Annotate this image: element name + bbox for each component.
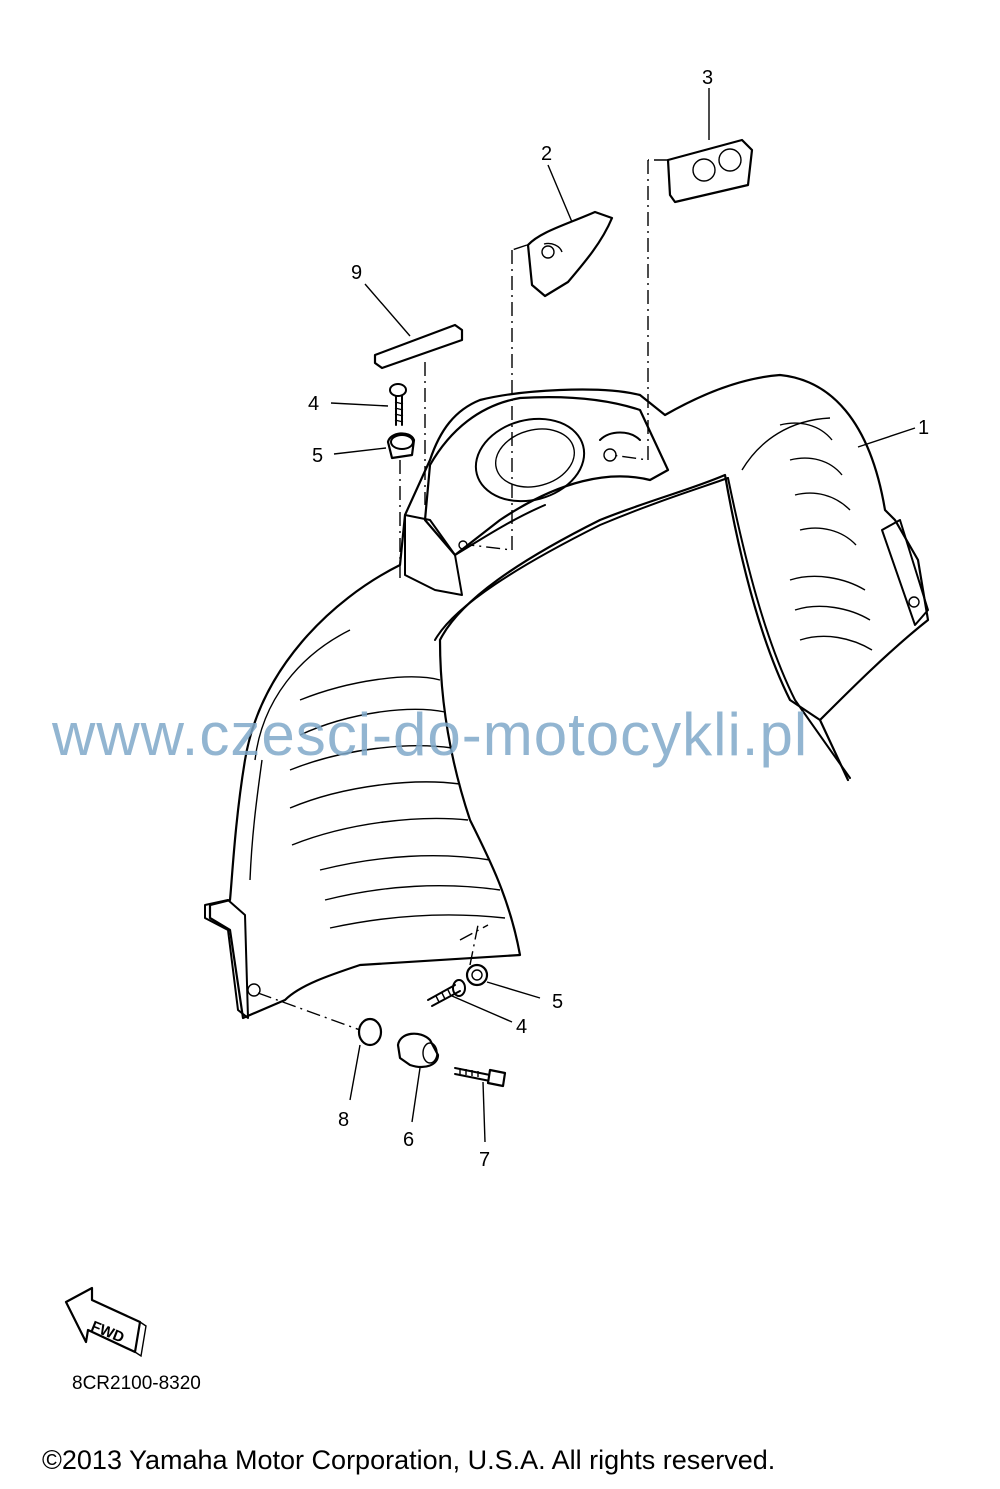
label-part-6: 6 xyxy=(403,1129,414,1151)
label-part-4-upper: 4 xyxy=(308,393,319,415)
bracket-2 xyxy=(526,164,614,298)
cowling-body xyxy=(204,373,930,1020)
fwd-arrow-icon: FWD xyxy=(64,1286,147,1358)
label-part-9: 9 xyxy=(351,262,362,284)
screw-4-upper xyxy=(330,383,407,426)
label-part-5-upper: 5 xyxy=(312,445,323,467)
label-part-2: 2 xyxy=(541,143,552,165)
plate-3 xyxy=(666,88,754,204)
watermark: www.czesci-do-motocykli.pl xyxy=(52,701,809,768)
label-part-5-lower: 5 xyxy=(552,991,563,1013)
label-part-7: 7 xyxy=(479,1149,490,1171)
copyright: ©2013 Yamaha Motor Corporation, U.S.A. A… xyxy=(42,1445,776,1475)
diagram-code: 8CR2100-8320 xyxy=(72,1373,201,1394)
collar-8 xyxy=(349,1017,383,1101)
washer-5-lower xyxy=(465,963,541,999)
label-part-1: 1 xyxy=(918,417,929,439)
washer-5-upper xyxy=(333,432,416,460)
screw-4-lower xyxy=(427,979,513,1023)
strip-9 xyxy=(364,283,464,370)
grommet-6 xyxy=(396,1032,440,1123)
bolt-7 xyxy=(454,1067,507,1143)
label-part-8: 8 xyxy=(338,1109,349,1131)
label-part-3: 3 xyxy=(702,67,713,89)
label-part-4-lower: 4 xyxy=(516,1016,527,1038)
